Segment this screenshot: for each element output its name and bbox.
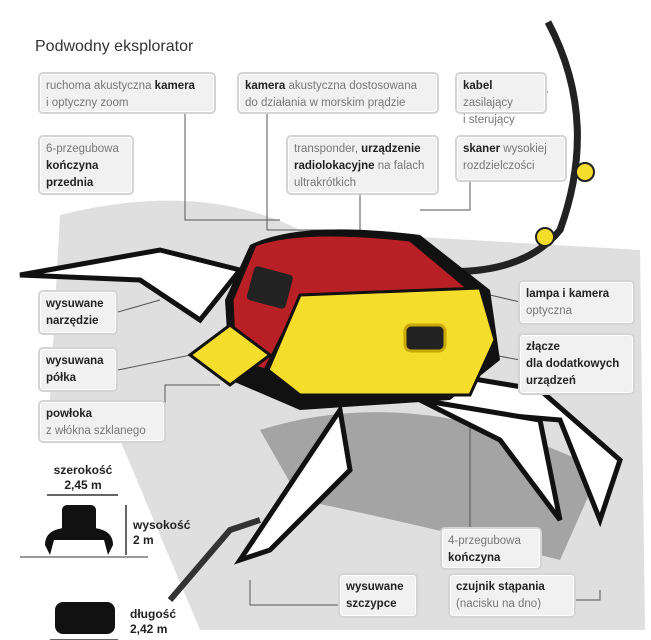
- label-coating: powłoka z włókna szklanego: [38, 400, 166, 443]
- label-sensor: czujnik stąpania (nacisku na dno): [448, 573, 576, 618]
- label-bold: dla dodatkowych: [526, 358, 620, 370]
- label-camera-zoom: ruchoma akustyczna kamera i optyczny zoo…: [38, 72, 216, 114]
- label-bold: powłoka: [46, 408, 93, 420]
- label-bold: wysuwane: [46, 298, 104, 310]
- label-text: z włókna szklanego: [46, 425, 146, 437]
- label-bold: kamera: [245, 80, 286, 92]
- label-text: 6-przegubowa: [46, 143, 119, 155]
- label-bold: skaner: [463, 143, 501, 155]
- label-transponder: transponder, urządzenie radiolokacyjne n…: [286, 135, 439, 195]
- extendable-shelf: [187, 323, 273, 387]
- label-text: na falach: [374, 160, 425, 172]
- label-bold: złącze: [526, 341, 560, 353]
- label-bold: półka: [46, 372, 77, 384]
- label-scanner: skaner wysokiej rozdzielczości: [455, 135, 567, 182]
- label-bold: wysuwana: [46, 355, 104, 367]
- dimension-length: długość 2,42 m: [130, 607, 176, 637]
- dimension-label: długość: [130, 607, 177, 621]
- connector-port: [403, 323, 447, 353]
- label-bold: narzędzie: [46, 315, 99, 327]
- cable-float: [535, 227, 555, 247]
- label-connector: złącze dla dodatkowych urządzeń: [518, 333, 635, 395]
- label-tool: wysuwane narzędzie: [38, 290, 118, 335]
- label-text: i sterujący: [463, 114, 515, 126]
- dimension-value: 2 m: [133, 533, 154, 547]
- label-bold: urządzenie: [361, 143, 421, 155]
- label-bold: kabel: [463, 80, 493, 92]
- dimension-value: 2,42 m: [130, 622, 168, 636]
- label-front-limb: 6-przegubowa kończyna przednia: [38, 135, 134, 195]
- label-camera-current: kamera akustyczna dostosowana do działan…: [237, 72, 439, 114]
- label-text: optyczna: [526, 305, 573, 317]
- dimension-label: wysokość: [133, 518, 191, 532]
- label-bold: lampa i kamera: [526, 288, 610, 300]
- dimension-height: wysokość 2 m: [133, 518, 190, 548]
- dimension-value: 2,45 m: [64, 478, 102, 492]
- label-text: rozdzielczości: [463, 160, 535, 172]
- label-text: ultrakrótkich: [294, 177, 356, 189]
- label-bold: czujnik stąpania: [456, 581, 545, 593]
- label-bold: wysuwane: [346, 581, 404, 593]
- camera-window: [246, 266, 293, 309]
- label-text: do działania w morskim prądzie: [245, 97, 406, 109]
- label-text: ruchoma akustyczna: [46, 80, 155, 92]
- label-text: i optyczny zoom: [46, 97, 129, 109]
- dimension-width: szerokość 2,45 m: [48, 463, 118, 493]
- dimension-label: szerokość: [53, 463, 113, 477]
- extendable-pincers: [167, 517, 261, 602]
- label-bold: szczypce: [346, 598, 397, 610]
- label-bold: kamera: [154, 80, 195, 92]
- label-text: wysokiej: [500, 143, 547, 155]
- label-text: akustyczna dostosowana: [285, 80, 417, 92]
- label-bold: urządzeń: [526, 375, 576, 387]
- page-title: Podwodny eksplorator: [35, 38, 194, 55]
- label-text: transponder,: [294, 143, 362, 155]
- label-lamp: lampa i kamera optyczna: [518, 280, 635, 325]
- cable-float: [575, 162, 595, 182]
- label-bold: radiolokacyjne: [294, 160, 375, 172]
- robot-body-yellow: [266, 286, 497, 397]
- label-text: (nacisku na dno): [456, 598, 542, 610]
- label-text: 4-przegubowa: [448, 535, 521, 547]
- cable: [419, 20, 581, 276]
- label-bold: przednia: [46, 177, 94, 189]
- label-shelf: wysuwana półka: [38, 347, 118, 392]
- label-bold: kończyna: [448, 552, 501, 564]
- label-text: zasilający: [463, 97, 513, 109]
- dimension-silhouettes: [20, 494, 148, 640]
- legs: [19, 247, 623, 565]
- label-bold: kończyna: [46, 160, 99, 172]
- label-limb4: 4-przegubowa kończyna: [440, 527, 542, 570]
- label-pincers: wysuwane szczypce: [338, 573, 418, 618]
- label-cable: kabel zasilający i sterujący: [455, 72, 547, 126]
